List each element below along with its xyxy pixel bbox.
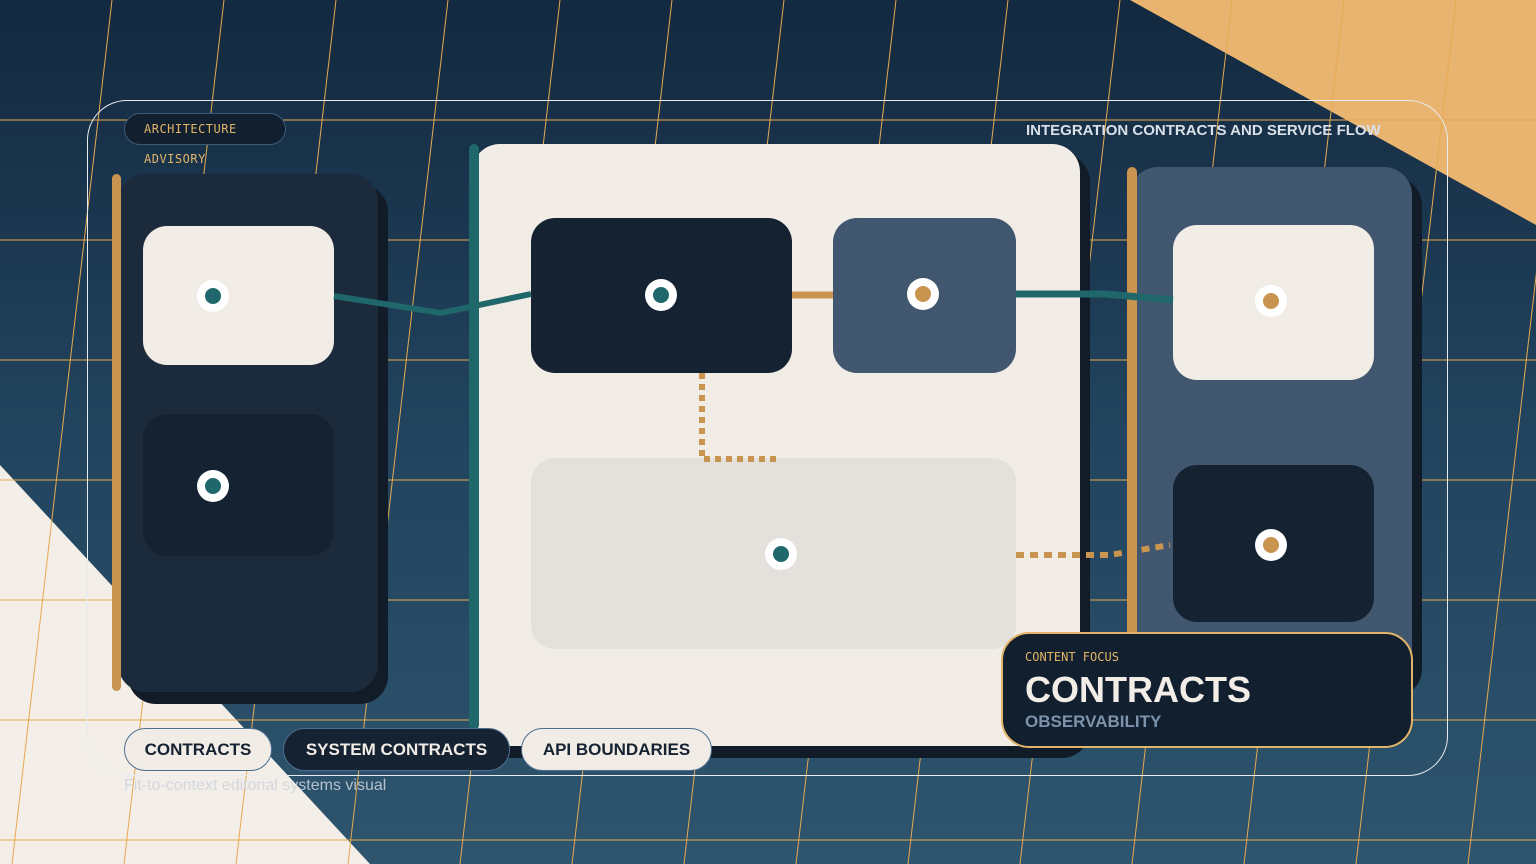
- diagram-title: INTEGRATION CONTRACTS AND SERVICE FLOW: [1026, 122, 1381, 139]
- tag-system-contracts[interactable]: SYSTEM CONTRACTS: [283, 728, 510, 771]
- node-service[interactable]: [907, 278, 939, 310]
- diagram-frame: [87, 100, 1448, 776]
- center-rail: [469, 144, 479, 730]
- content-focus-card: CONTENT FOCUS CONTRACTS OBSERVABILITY: [1001, 632, 1413, 748]
- node-left-1[interactable]: [197, 280, 229, 312]
- right-rail: [1127, 167, 1137, 637]
- grid-line-v: [11, 0, 113, 864]
- focus-title: CONTRACTS: [1025, 669, 1251, 710]
- node-store[interactable]: [765, 538, 797, 570]
- left-service-card-1[interactable]: [143, 226, 334, 365]
- focus-subtitle: OBSERVABILITY: [1025, 712, 1162, 731]
- node-right-1[interactable]: [1255, 285, 1287, 317]
- corner-accent-top-right: [1130, 0, 1536, 225]
- node-gateway[interactable]: [645, 279, 677, 311]
- node-left-2[interactable]: [197, 470, 229, 502]
- node-right-2[interactable]: [1255, 529, 1287, 561]
- tag-contracts[interactable]: CONTRACTS: [124, 728, 272, 771]
- grid-line-v: [347, 0, 449, 864]
- focus-kicker: CONTENT FOCUS: [1025, 650, 1119, 664]
- left-rail: [112, 174, 121, 691]
- caption: Fit-to-context editorial systems visual: [124, 777, 387, 794]
- grid-line-v: [1467, 272, 1536, 864]
- tag-api-boundaries[interactable]: API BOUNDARIES: [521, 728, 712, 771]
- left-service-card-2[interactable]: [143, 414, 334, 556]
- section-badge: ARCHITECTURE ADVISORY: [124, 113, 286, 166]
